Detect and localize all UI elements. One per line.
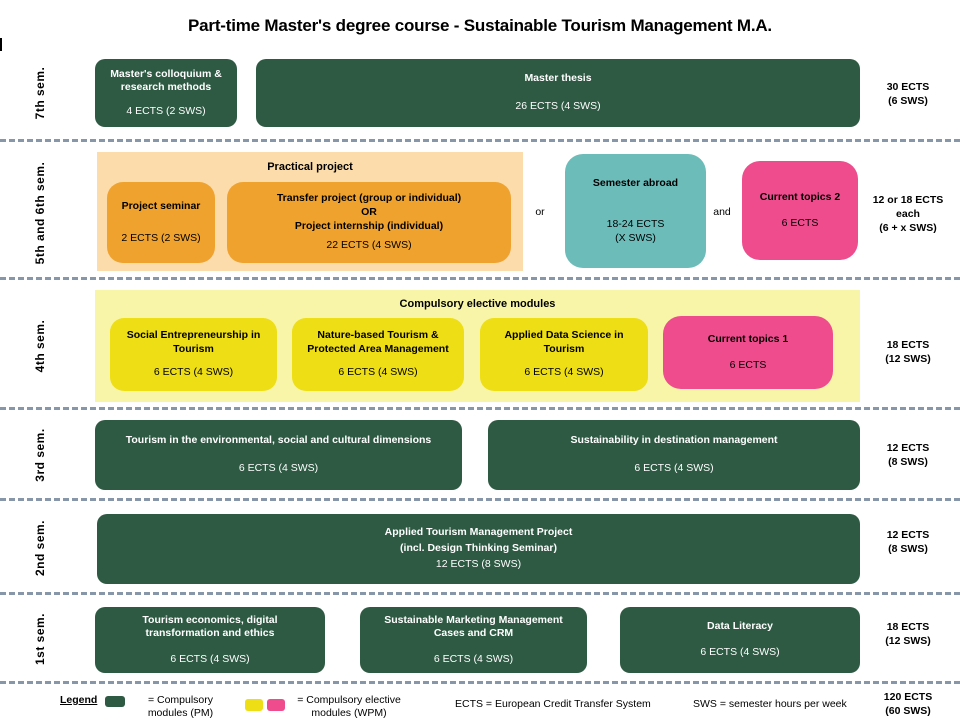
elective-pink-swatch-icon	[267, 699, 285, 711]
semester-total-3rd: 12 ECTS (8 SWS)	[862, 441, 954, 469]
elective-yellow-swatch-icon	[245, 699, 263, 711]
module-title-line1: Applied Tourism Management Project	[384, 526, 573, 539]
module-title: Nature-based Tourism & Protected Area Ma…	[307, 329, 449, 355]
module-ects: 6 ECTS	[729, 358, 767, 371]
row-separator	[0, 592, 960, 595]
module-title: Current topics 2	[759, 190, 841, 203]
row-separator	[0, 407, 960, 410]
legend-sws-definition: SWS = semester hours per week	[693, 698, 847, 710]
module-semester-abroad: Semester abroad 18-24 ECTS (X SWS)	[565, 154, 706, 268]
module-ects: 6 ECTS (4 SWS)	[524, 366, 604, 379]
row-separator	[0, 681, 960, 684]
module-social-entrepreneurship: Social Entrepreneurship in Tourism 6 ECT…	[110, 318, 277, 391]
module-tourism-dimensions: Tourism in the environmental, social and…	[95, 420, 462, 490]
semester-total-5th-6th: 12 or 18 ECTS each (6 + x SWS)	[862, 193, 954, 236]
module-nature-based-tourism: Nature-based Tourism & Protected Area Ma…	[292, 318, 464, 391]
total-each: each	[896, 208, 920, 221]
module-applied-data-science: Applied Data Science in Tourism 6 ECTS (…	[480, 318, 648, 391]
module-ects: 22 ECTS (4 SWS)	[326, 239, 412, 252]
module-title: Sustainability in destination management	[570, 434, 778, 447]
compulsory-swatch-icon	[105, 696, 125, 707]
module-tourism-economics: Tourism economics, digital transformatio…	[95, 607, 325, 673]
module-ects: 6 ECTS (4 SWS)	[634, 462, 714, 474]
module-current-topics-2: Current topics 2 6 ECTS	[742, 161, 858, 260]
module-ects: 12 ECTS (8 SWS)	[435, 557, 522, 570]
total-sws: (6 + x SWS)	[879, 222, 937, 235]
module-title: Tourism economics, digital transformatio…	[142, 613, 278, 640]
page-title: Part-time Master's degree course - Susta…	[188, 16, 772, 35]
semester-total-1st: 18 ECTS (12 SWS)	[862, 620, 954, 648]
module-title: Tourism in the environmental, social and…	[125, 434, 432, 447]
module-title: Applied Data Science in Tourism	[504, 329, 624, 355]
module-ects: 2 ECTS (2 SWS)	[121, 231, 201, 244]
total-sws: (12 SWS)	[885, 635, 931, 648]
module-sustainable-marketing: Sustainable Marketing Management Cases a…	[360, 607, 587, 673]
module-title-line1: Transfer project (group or individual)	[276, 192, 462, 205]
left-edge-tick	[0, 38, 2, 51]
module-data-literacy: Data Literacy 6 ECTS (4 SWS)	[620, 607, 860, 673]
module-sws: (X SWS)	[615, 231, 656, 244]
module-title: Master thesis	[524, 72, 592, 85]
module-masters-colloquium: Master's colloquium & research methods 4…	[95, 59, 237, 127]
module-ects: 6 ECTS (4 SWS)	[433, 652, 514, 665]
module-applied-tourism-project: Applied Tourism Management Project (incl…	[97, 514, 860, 584]
module-ects: 18-24 ECTS	[606, 218, 665, 231]
module-ects: 6 ECTS (4 SWS)	[238, 462, 319, 474]
module-title: Semester abroad	[592, 176, 679, 189]
total-ects: 18 ECTS	[886, 339, 930, 351]
module-title-line2: (incl. Design Thinking Seminar)	[400, 542, 557, 555]
module-ects: 6 ECTS	[781, 216, 819, 229]
total-ects: 12 ECTS	[886, 529, 930, 541]
module-title: Sustainable Marketing Management Cases a…	[384, 613, 563, 640]
practical-project-title: Practical project	[267, 161, 353, 173]
module-title: Data Literacy	[707, 620, 773, 633]
module-master-thesis: Master thesis 26 ECTS (4 SWS)	[256, 59, 860, 127]
legend-compulsory: = Compulsory modules (PM)	[147, 694, 214, 720]
module-ects: 6 ECTS (4 SWS)	[170, 652, 250, 665]
or-connector: or	[535, 206, 545, 218]
total-ects: 12 ECTS	[886, 442, 930, 454]
elective-modules-title: Compulsory elective modules	[399, 298, 556, 310]
module-ects: 6 ECTS (4 SWS)	[700, 646, 780, 658]
module-ects: 26 ECTS (4 SWS)	[515, 100, 601, 112]
semester-label-7th: 7th sem.	[33, 66, 47, 120]
module-title: Current topics 1	[707, 332, 789, 345]
row-separator	[0, 498, 960, 501]
row-separator	[0, 139, 960, 142]
legend-ects-definition: ECTS = European Credit Transfer System	[455, 698, 651, 710]
module-project-seminar: Project seminar 2 ECTS (2 SWS)	[107, 182, 215, 263]
total-ects: 12 or 18 ECTS	[872, 194, 944, 206]
semester-total-7th: 30 ECTS (6 SWS)	[862, 80, 954, 108]
module-destination-management: Sustainability in destination management…	[488, 420, 860, 490]
semester-total-2nd: 12 ECTS (8 SWS)	[862, 528, 954, 556]
module-title: Master's colloquium & research methods	[110, 67, 222, 94]
module-transfer-project: Transfer project (group or individual) O…	[227, 182, 511, 263]
module-title: Project seminar	[121, 199, 201, 212]
module-title-line3: Project internship (individual)	[294, 219, 444, 232]
total-ects: 18 ECTS	[886, 621, 930, 633]
row-separator	[0, 277, 960, 280]
total-ects: 120 ECTS	[883, 691, 933, 703]
total-sws: (8 SWS)	[888, 456, 928, 469]
total-sws: (12 SWS)	[885, 353, 931, 366]
legend-elective: = Compulsory elective modules (WPM)	[297, 694, 401, 720]
grand-total: 120 ECTS (60 SWS)	[862, 690, 954, 718]
and-connector: and	[713, 206, 731, 218]
total-sws: (8 SWS)	[888, 543, 928, 556]
total-sws: (6 SWS)	[888, 95, 928, 108]
module-ects: 4 ECTS (2 SWS)	[126, 104, 206, 117]
total-sws: (60 SWS)	[885, 705, 931, 718]
module-title: Social Entrepreneurship in Tourism	[126, 329, 261, 355]
module-current-topics-1: Current topics 1 6 ECTS	[663, 316, 833, 389]
semester-total-4th: 18 ECTS (12 SWS)	[862, 338, 954, 366]
semester-label-5th-6th: 5th and 6th sem.	[33, 161, 47, 265]
module-title-or: OR	[361, 205, 377, 218]
semester-label-1st: 1st sem.	[33, 612, 47, 666]
total-ects: 30 ECTS	[886, 81, 930, 93]
module-ects: 6 ECTS (4 SWS)	[338, 366, 418, 379]
module-ects: 6 ECTS (4 SWS)	[153, 366, 234, 379]
legend-label: Legend	[60, 694, 98, 706]
